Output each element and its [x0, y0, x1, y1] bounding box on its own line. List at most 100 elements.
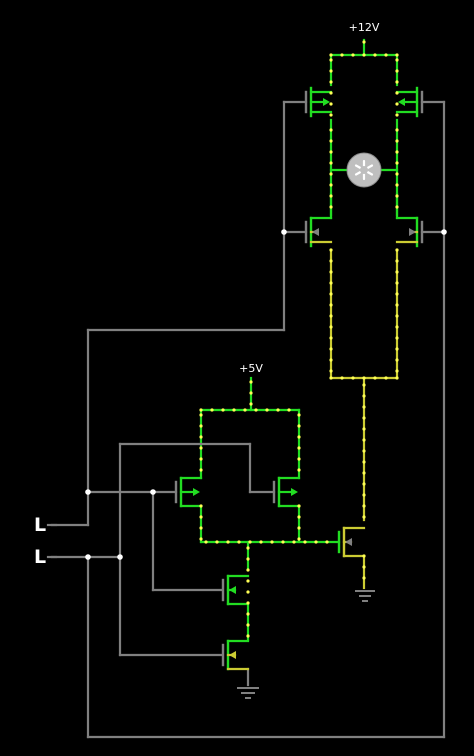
current-dot — [226, 540, 230, 544]
current-dot — [395, 113, 399, 117]
current-dot — [395, 314, 399, 318]
nmos-transistor-icon[interactable] — [395, 192, 424, 248]
current-dot — [199, 446, 203, 450]
current-dot — [384, 376, 388, 380]
current-dot — [362, 504, 366, 508]
transistor-arrow — [323, 98, 330, 106]
current-dot — [329, 128, 333, 132]
current-dot — [395, 292, 399, 296]
current-dot — [395, 248, 399, 252]
current-dot — [265, 408, 269, 412]
current-dot — [395, 150, 399, 154]
current-dot — [199, 515, 203, 519]
current-dot — [199, 526, 203, 530]
current-dot — [329, 80, 333, 84]
current-dot — [395, 53, 399, 57]
current-dot — [395, 128, 399, 132]
transistor-arrow — [193, 488, 200, 496]
junction-dot — [85, 489, 91, 495]
current-dot — [199, 468, 203, 472]
pmos-transistor-icon[interactable] — [272, 476, 301, 508]
current-dot — [210, 408, 214, 412]
transistor-arrow — [291, 488, 298, 496]
current-dot — [270, 540, 274, 544]
current-dot — [329, 150, 333, 154]
current-dot — [249, 380, 253, 384]
supply-label-12v: +12V — [349, 21, 380, 34]
input-label-2[interactable]: L — [34, 546, 46, 568]
current-dot — [215, 540, 219, 544]
transistor-arrow — [229, 651, 236, 659]
junction-dot — [85, 554, 91, 560]
current-dot — [232, 408, 236, 412]
current-dot — [395, 91, 399, 95]
current-dot — [259, 540, 263, 544]
current-dot — [276, 408, 280, 412]
transistor-arrow — [229, 586, 236, 594]
current-dot — [246, 634, 250, 638]
current-dot — [395, 336, 399, 340]
pmos-transistor-icon[interactable] — [304, 86, 333, 118]
current-dot — [373, 53, 377, 57]
current-dot — [249, 391, 253, 395]
current-dot — [362, 427, 366, 431]
current-dot — [395, 183, 399, 187]
current-dot — [292, 540, 296, 544]
current-dot — [395, 172, 399, 176]
current-dot — [329, 325, 333, 329]
current-dot — [246, 590, 250, 594]
current-dot — [329, 314, 333, 318]
nmos-transistor-icon[interactable] — [304, 192, 333, 248]
current-dot — [395, 139, 399, 143]
pmos-transistor-icon[interactable] — [174, 476, 203, 508]
components — [174, 86, 424, 699]
current-dot — [395, 358, 399, 362]
current-dot — [325, 540, 329, 544]
current-dot — [362, 40, 366, 44]
input-label-1[interactable]: L — [34, 514, 46, 536]
pmos-transistor-icon[interactable] — [395, 86, 424, 118]
current-dot — [362, 405, 366, 409]
current-dot — [362, 438, 366, 442]
current-dot — [297, 446, 301, 450]
current-dot — [329, 376, 333, 380]
current-dot — [248, 540, 252, 544]
current-dot — [395, 161, 399, 165]
supply-label-5v: +5V — [239, 362, 263, 375]
junction-dot — [281, 229, 287, 235]
junction-dot — [150, 489, 156, 495]
current-dots — [199, 40, 399, 638]
current-dot — [199, 424, 203, 428]
current-dot — [329, 69, 333, 73]
current-dot — [329, 369, 333, 373]
ground-icon — [355, 590, 375, 602]
nmos-transistor-icon[interactable] — [221, 639, 250, 671]
current-dot — [395, 369, 399, 373]
current-dot — [351, 376, 355, 380]
current-dot — [329, 205, 333, 209]
current-dot — [329, 161, 333, 165]
current-dot — [362, 394, 366, 398]
current-dot — [297, 457, 301, 461]
current-dot — [395, 303, 399, 307]
current-dot — [395, 376, 399, 380]
current-dot — [297, 526, 301, 530]
current-dot — [246, 623, 250, 627]
current-dot — [314, 540, 318, 544]
current-dot — [395, 347, 399, 351]
current-dot — [199, 408, 203, 412]
wires — [46, 38, 447, 739]
current-dot — [329, 270, 333, 274]
motor-icon[interactable] — [346, 152, 382, 188]
current-dot — [199, 413, 203, 417]
current-dot — [362, 460, 366, 464]
current-dot — [395, 270, 399, 274]
current-dot — [243, 408, 247, 412]
current-dot — [329, 58, 333, 62]
current-dot — [340, 376, 344, 380]
nmos-transistor-icon[interactable] — [337, 526, 366, 558]
current-dot — [395, 281, 399, 285]
current-dot — [246, 546, 250, 550]
current-dot — [329, 303, 333, 307]
nmos-transistor-icon[interactable] — [221, 574, 250, 606]
